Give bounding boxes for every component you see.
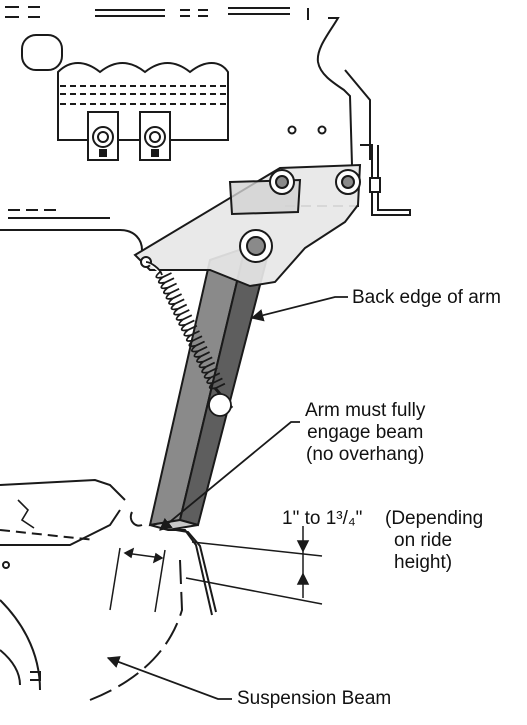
leader-arrows bbox=[106, 296, 348, 700]
arm-bolts bbox=[239, 169, 361, 263]
arm-clip bbox=[129, 511, 217, 616]
suspension-arm bbox=[148, 246, 270, 532]
connector-right bbox=[139, 111, 171, 161]
frame-top-lines bbox=[5, 6, 309, 20]
tension-spring bbox=[145, 261, 234, 417]
ride-height-dimension bbox=[185, 526, 323, 605]
label-arm-engage-beam: Arm must fully engage beam (no overhang) bbox=[305, 400, 426, 465]
mounting-bracket bbox=[360, 144, 411, 216]
frame-holes bbox=[287, 125, 327, 135]
label-back-edge-of-arm: Back edge of arm bbox=[352, 287, 501, 308]
arm-mount-plate bbox=[133, 163, 362, 288]
label-depending-ride-height: (Depending on ride height) bbox=[385, 508, 484, 573]
gap-dimension bbox=[109, 547, 166, 613]
connector-left bbox=[87, 111, 119, 161]
label-suspension-beam: Suspension Beam bbox=[237, 688, 392, 709]
suspension-beam bbox=[0, 478, 184, 701]
label-dimension-range: 1" to 1³/₄" bbox=[282, 508, 363, 529]
